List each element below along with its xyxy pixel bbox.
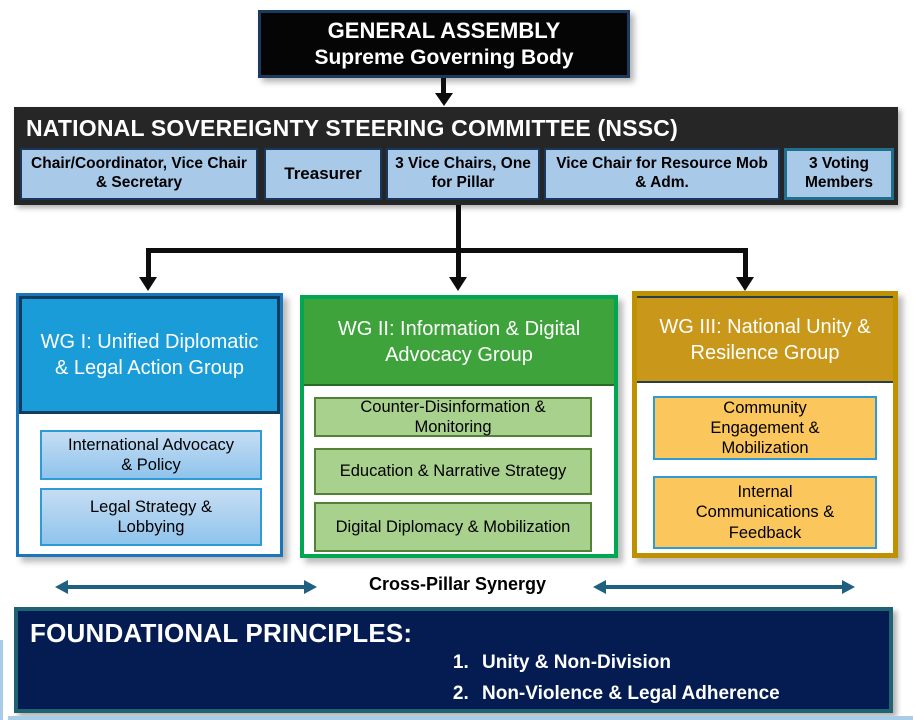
cross-pillar-synergy-label: Cross-Pillar Synergy bbox=[368, 574, 547, 594]
connector-line bbox=[146, 250, 151, 278]
role-chair-coordinator: Chair/Coordinator, Vice Chair & Secretar… bbox=[20, 148, 258, 200]
connector-line bbox=[456, 205, 461, 250]
wg3-subgroup-community-engagement: Community Engagement & Mobilization bbox=[653, 396, 877, 460]
connector-line bbox=[743, 250, 748, 278]
arrow-head-right-icon bbox=[304, 580, 317, 594]
wg2-subgroup-digital-diplomacy: Digital Diplomacy & Mobilization bbox=[314, 502, 592, 552]
general-assembly-title: GENERAL ASSEMBLY bbox=[327, 18, 561, 44]
arrow-shaft bbox=[65, 585, 307, 589]
wg3-subgroup-internal-communications: Internal Communications & Feedback bbox=[653, 476, 877, 549]
connector-line bbox=[456, 250, 461, 278]
arrow-head-left-icon bbox=[55, 580, 68, 594]
down-arrow-head-icon bbox=[435, 93, 453, 106]
down-arrow-icon bbox=[441, 78, 446, 95]
working-group-2-box: WG II: Information & Digital Advocacy Gr… bbox=[300, 295, 618, 558]
principles-list: Unity & Non-Division Non-Violence & Lega… bbox=[448, 651, 780, 713]
wg1-subgroup-legal-strategy: Legal Strategy & Lobbying bbox=[40, 488, 262, 546]
down-arrow-head-icon bbox=[736, 277, 754, 291]
working-group-3-title: WG III: National Unity & Resilence Group bbox=[637, 296, 893, 383]
slide-edge-bottom bbox=[8, 716, 913, 720]
working-group-1-box: WG I: Unified Diplomatic & Legal Action … bbox=[16, 293, 283, 557]
role-voting-members: 3 Voting Members bbox=[784, 148, 894, 200]
foundational-principles-box: FOUNDATIONAL PRINCIPLES: Unity & Non-Div… bbox=[14, 607, 893, 713]
slide-edge-left bbox=[0, 640, 3, 720]
general-assembly-subtitle: Supreme Governing Body bbox=[314, 45, 574, 69]
down-arrow-head-icon bbox=[449, 277, 467, 291]
working-group-2-title: WG II: Information & Digital Advocacy Gr… bbox=[304, 299, 614, 386]
wg2-subgroup-education-narrative: Education & Narrative Strategy bbox=[314, 448, 592, 495]
double-arrow-icon bbox=[55, 580, 317, 594]
nssc-title: NATIONAL SOVEREIGNTY STEERING COMMITTEE … bbox=[26, 115, 678, 141]
down-arrow-head-icon bbox=[139, 277, 157, 291]
wg1-subgroup-international-advocacy: International Advocacy & Policy bbox=[40, 430, 262, 480]
arrow-shaft bbox=[603, 585, 845, 589]
general-assembly-box: GENERAL ASSEMBLY Supreme Governing Body bbox=[258, 10, 630, 78]
arrow-head-right-icon bbox=[842, 580, 855, 594]
connector-line bbox=[146, 248, 748, 253]
role-vice-chairs: 3 Vice Chairs, One for Pillar bbox=[386, 148, 540, 200]
foundational-principles-title: FOUNDATIONAL PRINCIPLES: bbox=[30, 618, 413, 648]
role-treasurer: Treasurer bbox=[264, 148, 382, 200]
principle-item: Non-Violence & Legal Adherence bbox=[474, 682, 780, 706]
wg2-subgroup-counter-disinformation: Counter-Disinformation & Monitoring bbox=[314, 397, 592, 437]
principle-item: Unity & Non-Division bbox=[474, 651, 780, 675]
arrow-head-left-icon bbox=[593, 580, 606, 594]
double-arrow-icon bbox=[593, 580, 855, 594]
role-vice-chair-resource: Vice Chair for Resource Mob & Adm. bbox=[544, 148, 780, 200]
working-group-3-box: WG III: National Unity & Resilence Group… bbox=[632, 291, 898, 558]
working-group-1-title: WG I: Unified Diplomatic & Legal Action … bbox=[19, 296, 280, 414]
nssc-banner: NATIONAL SOVEREIGNTY STEERING COMMITTEE … bbox=[14, 107, 898, 205]
